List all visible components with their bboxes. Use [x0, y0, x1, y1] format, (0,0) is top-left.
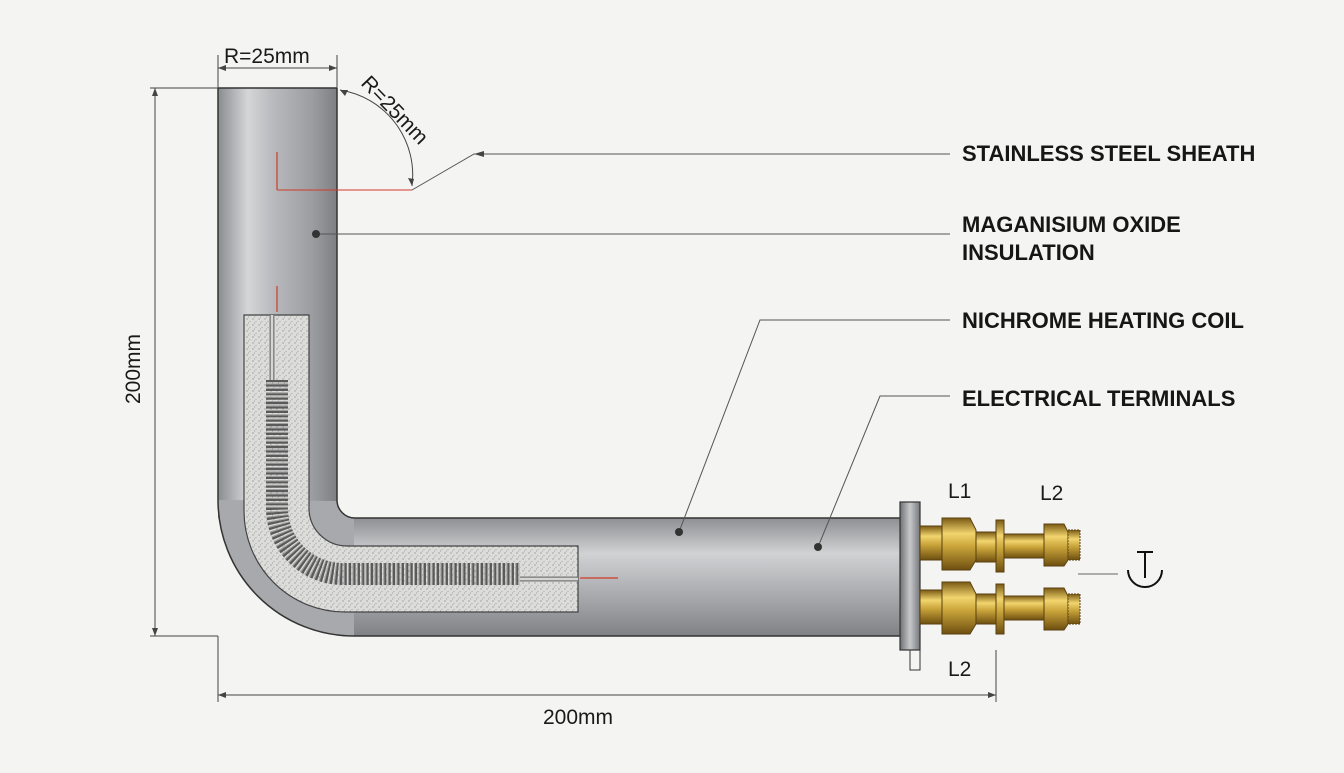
callout-nichrome-heating-coil: NICHROME HEATING COIL — [962, 308, 1244, 333]
terminal-upper — [919, 517, 1081, 573]
terminal-label-l2-upper: L2 — [1040, 482, 1063, 505]
leader-lines — [312, 151, 950, 551]
sheath-outline — [217, 88, 900, 637]
callout-insulation-line2: INSULATION — [962, 240, 1095, 265]
terminal-label-l1: L1 — [948, 480, 971, 503]
width-dimension-label: 200mm — [543, 706, 613, 729]
callout-insulation-line1: MAGANISIUM OXIDE — [962, 212, 1181, 237]
top-radius-label: R=25mm — [224, 45, 310, 68]
dimension-lines — [150, 55, 997, 702]
terminal-label-l2-lower: L2 — [948, 658, 971, 681]
callout-stainless-steel-sheath: STAINLESS STEEL SHEATH — [962, 141, 1255, 166]
terminal-lower — [919, 581, 1081, 635]
electrical-terminals: L1 L2 L2 — [899, 480, 1081, 681]
height-dimension-label: 200mm — [122, 334, 145, 404]
cutaway-section — [243, 314, 579, 613]
mounting-flange — [899, 501, 921, 651]
callout-electrical-terminals: ELECTRICAL TERMINALS — [962, 386, 1235, 411]
bend-radius-label: R=25mm — [356, 71, 432, 149]
ground-symbol-icon — [1078, 551, 1163, 588]
nichrome-heating-coil — [266, 380, 520, 585]
centerlines — [276, 152, 618, 579]
magnesium-oxide-insulation — [243, 314, 579, 613]
